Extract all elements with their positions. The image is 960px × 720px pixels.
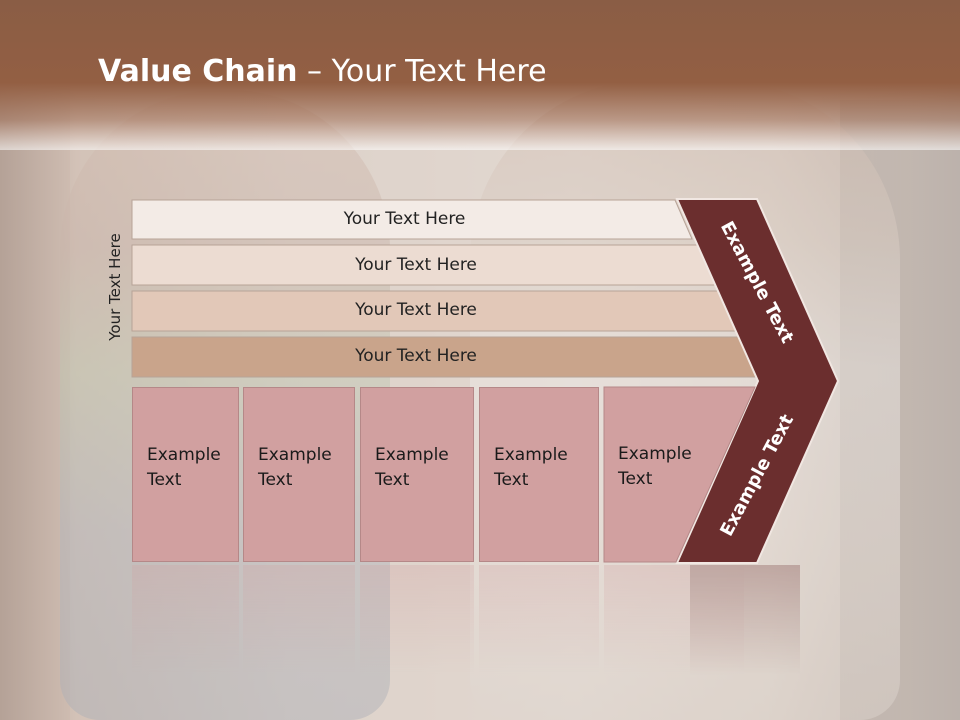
box-3-line2: Text [375,470,410,490]
box-4-line2: Text [494,470,529,490]
bar-4[interactable]: Your Text Here [132,337,700,375]
slide-title[interactable]: Value Chain – Your Text Here [98,54,547,89]
box-5-line2: Text [618,469,653,489]
chevron-shape [675,198,840,564]
title-band [0,0,960,150]
bar-1-label: Your Text Here [343,209,466,229]
bar-3[interactable]: Your Text Here [132,291,700,329]
box-5-shape [603,386,756,563]
box-5-line1: Example [618,444,692,464]
bar-2-label: Your Text Here [355,255,477,275]
reflection-box-4 [479,565,599,675]
reflection-box-1 [132,565,239,675]
box-1-line1: Example [147,445,221,465]
bar-3-label: Your Text Here [355,300,477,320]
box-2-line1: Example [258,445,332,465]
title-rest: – Your Text Here [297,54,547,89]
bar-1-shape [131,199,693,240]
box-2-line2: Text [258,470,293,490]
bar-2[interactable]: Your Text Here [132,246,700,284]
reflection-box-5 [604,565,744,675]
box-3-line1: Example [375,445,449,465]
bar-4-label: Your Text Here [355,346,477,366]
title-bold: Value Chain [98,54,298,89]
reflection-box-3 [360,565,474,675]
reflection-box-2 [243,565,355,675]
reflection [0,565,960,720]
box-1-line2: Text [147,470,182,490]
bar-1[interactable]: Your Text Here [132,200,677,238]
reflection-chevron [690,565,800,675]
box-4-line1: Example [494,445,568,465]
